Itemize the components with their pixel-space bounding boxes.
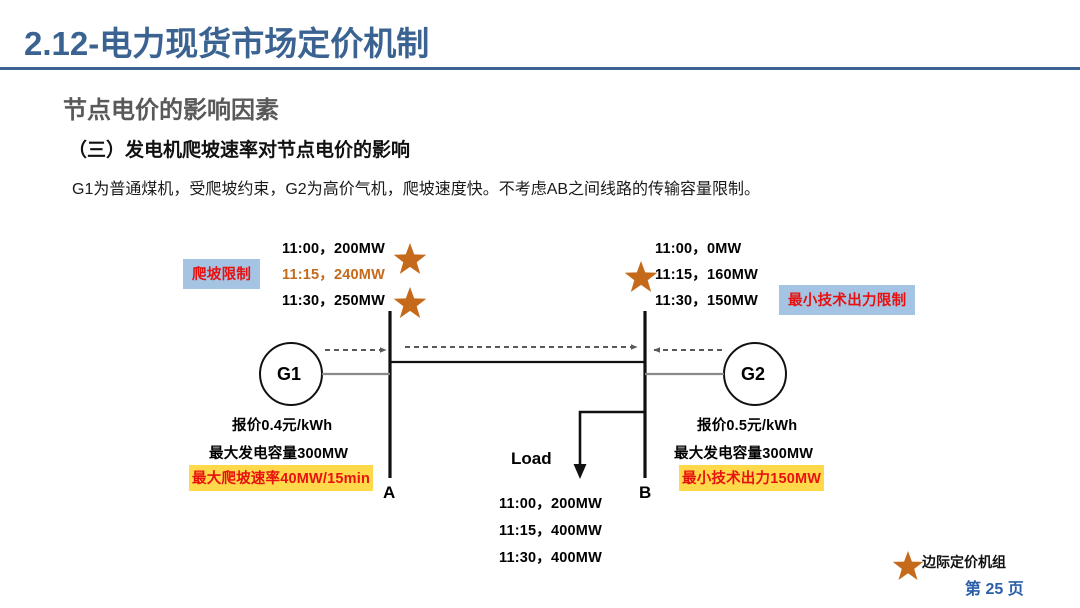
g1-ramp-limit-chip: 最大爬坡速率40MW/15min [189,465,374,491]
bus-b-label: B [639,483,652,502]
g2-offer-price: 报价0.5元/kWh [697,418,798,434]
g2-schedule-time-1: 11:00， [655,241,707,257]
page-number: 第 25 页 [965,581,1024,598]
g1-schedule-time-1: 11:00， [282,241,334,257]
bus-a-label: A [383,483,396,502]
g1-schedule-value-3: 250MW [334,293,385,309]
generator-g1-label: G1 [277,364,302,384]
g1-schedule-row-3: 11:30，250MW [282,289,385,310]
g1-schedule-value-1: 200MW [334,241,385,257]
load-schedule-value-3: 400MW [551,550,602,566]
star-icon-g1-1100 [393,243,427,274]
load-schedule-row-1: 11:00，200MW [499,492,602,513]
body-paragraph: G1为普通煤机，受爬坡约束，G2为高价气机，爬坡速度快。不考虑AB之间线路的传输… [72,181,761,198]
g2-schedule-row-3: 11:30，150MW [655,289,758,310]
g1-schedule-time-3: 11:30， [282,293,334,309]
load-schedule-time-1: 11:00， [499,496,551,512]
g1-schedule-time-2: 11:15， [282,267,334,283]
g2-schedule-time-3: 11:30， [655,293,707,309]
title-divider [0,67,1080,70]
load-schedule-value-2: 400MW [551,523,602,539]
load-schedule-time-2: 11:15， [499,523,551,539]
generator-g2-label: G2 [741,364,766,384]
star-icon-g2-1115 [624,261,658,292]
g2-min-output-chip: 最小技术出力150MW [679,465,825,491]
g2-schedule-time-2: 11:15， [655,267,707,283]
g2-max-capacity: 最大发电容量300MW [674,446,814,462]
load-tap-line [578,410,645,467]
g2-schedule-value-2: 160MW [707,267,758,283]
g1-schedule-row-1: 11:00，200MW [282,237,385,258]
g1-constraint-chip: 爬坡限制 [183,259,261,289]
g2-schedule-value-3: 150MW [707,293,758,309]
g1-max-capacity: 最大发电容量300MW [209,446,349,462]
g2-schedule-value-1: 0MW [707,241,742,257]
star-icon-legend [892,551,924,580]
g2-schedule-row-1: 11:00，0MW [655,237,741,258]
g2-constraint-chip: 最小技术出力限制 [779,285,916,315]
sub-section-heading: （三）发电机爬坡速率对节点电价的影响 [68,140,411,161]
page-title: 2.12-电力现货市场定价机制 [24,25,430,62]
load-label: Load [511,449,552,468]
section-heading: 节点电价的影响因素 [63,97,279,124]
load-schedule-row-3: 11:30，400MW [499,546,602,567]
g2-schedule-row-2: 11:15，160MW [655,263,758,284]
load-arrow-head [573,464,587,479]
load-schedule-time-3: 11:30， [499,550,551,566]
legend-label: 边际定价机组 [922,554,1006,570]
g1-schedule-row-2: 11:15，240MW [282,263,385,284]
g1-schedule-value-2: 240MW [334,267,385,283]
g1-offer-price: 报价0.4元/kWh [232,418,333,434]
load-schedule-value-1: 200MW [551,496,602,512]
load-schedule-row-2: 11:15，400MW [499,519,602,540]
star-icon-g1-1130 [393,287,427,318]
